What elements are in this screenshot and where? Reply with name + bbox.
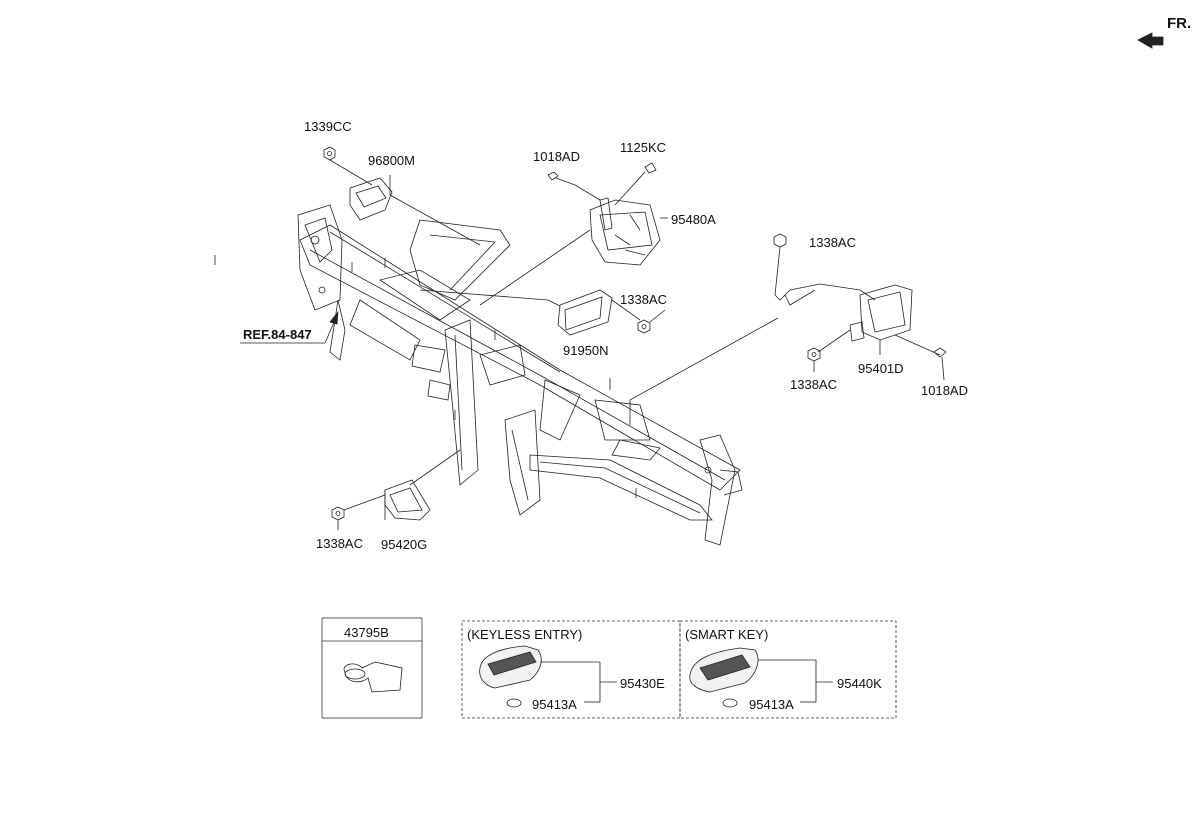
keyless-entry-heading: (KEYLESS ENTRY)	[467, 627, 583, 642]
part-label-95420g[interactable]: 95420G	[381, 537, 428, 552]
part-label-1018ad-right[interactable]: 1018AD	[921, 383, 968, 398]
part-label-95430e[interactable]: 95430E	[620, 676, 665, 691]
bolt-1018ad-top	[547, 171, 601, 201]
part-label-95480a[interactable]: 95480A	[671, 212, 716, 227]
part-label-1338ac-bottom[interactable]: 1338AC	[316, 536, 363, 551]
bracket-95420g	[384, 449, 461, 521]
part-label-95440k[interactable]: 95440K	[837, 676, 882, 691]
bolt-1125kc	[614, 162, 657, 206]
cowl-cross-bar	[214, 204, 743, 546]
smart-key-heading: (SMART KEY)	[685, 627, 769, 642]
part-label-1338ac-right-bottom[interactable]: 1338AC	[790, 377, 837, 392]
nut-1338ac-right	[807, 347, 821, 372]
part-label-1338ac-right-top[interactable]: 1338AC	[809, 235, 856, 250]
reference-label[interactable]: REF.84-847	[243, 327, 312, 342]
part-label-1018ad-top[interactable]: 1018AD	[533, 149, 580, 164]
part-label-1339cc[interactable]: 1339CC	[304, 119, 352, 134]
part-label-91950n[interactable]: 91950N	[563, 343, 609, 358]
nut-1339cc	[323, 146, 373, 186]
front-direction-label: FR.	[1167, 15, 1192, 32]
module-96800m	[349, 175, 481, 246]
part-label-95401d[interactable]: 95401D	[858, 361, 904, 376]
nut-1338ac-mid	[637, 309, 666, 334]
module-95401d	[817, 284, 941, 356]
tag-box	[321, 617, 423, 719]
smart-key-box	[679, 620, 897, 719]
part-label-1338ac-mid[interactable]: 1338AC	[620, 292, 667, 307]
part-label-95413a-smart[interactable]: 95413A	[749, 697, 794, 712]
part-label-1125kc[interactable]: 1125KC	[620, 140, 667, 155]
front-arrow-icon	[1137, 32, 1164, 49]
connector-91950n	[419, 289, 641, 336]
antenna-harness	[629, 233, 876, 425]
module-95480a	[479, 197, 668, 306]
part-label-95413a-keyless[interactable]: 95413A	[532, 697, 577, 712]
part-label-96800m[interactable]: 96800M	[368, 153, 415, 168]
bolt-1018ad-right	[933, 347, 947, 381]
nut-1338ac-bottom	[331, 494, 386, 530]
tag-box-part-label[interactable]: 43795B	[344, 625, 389, 640]
